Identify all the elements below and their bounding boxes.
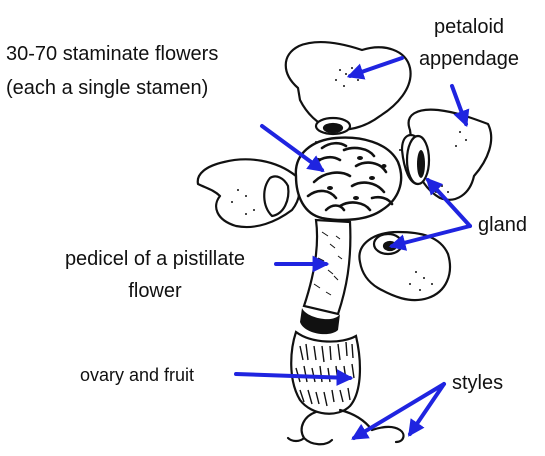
ovary	[291, 332, 360, 414]
label-staminate-line2: (each a single stamen)	[6, 75, 208, 101]
label-gland: gland	[478, 212, 527, 238]
label-pedicel-line1: pedicel of a pistillate	[30, 246, 280, 272]
label-styles: styles	[452, 370, 503, 396]
petaloid-appendage-left	[198, 159, 300, 227]
label-pedicel-line2: flower	[30, 278, 280, 304]
label-staminate-line1: 30-70 staminate flowers	[6, 41, 218, 67]
petaloid-appendage-top	[286, 42, 411, 134]
gland-right	[407, 136, 429, 184]
label-petaloid-line1: petaloid	[404, 14, 534, 40]
pistillate-pedicel	[300, 220, 350, 334]
styles	[288, 410, 403, 444]
label-ovary: ovary and fruit	[80, 362, 194, 388]
staminate-flower-cluster	[296, 138, 401, 220]
styles-arrow-2	[410, 384, 444, 434]
label-petaloid-line2: appendage	[404, 46, 534, 72]
